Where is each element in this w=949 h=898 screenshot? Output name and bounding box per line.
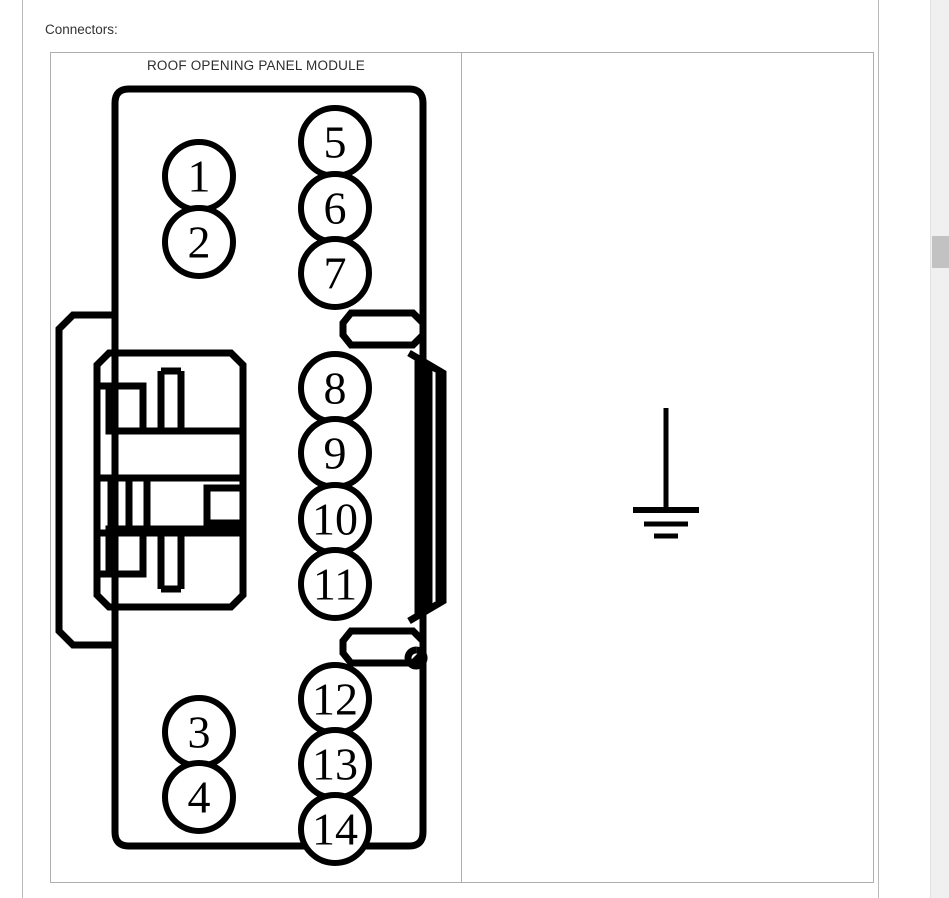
- pin-4[interactable]: 4: [162, 760, 236, 834]
- connectors-section-label: Connectors:: [45, 22, 118, 37]
- pin-3-label: 3: [188, 707, 211, 758]
- pin-8[interactable]: 8: [298, 351, 372, 425]
- pin-2-circle[interactable]: [162, 205, 236, 279]
- pin-3[interactable]: 3: [162, 695, 236, 769]
- pin-5-label: 5: [324, 117, 347, 168]
- pin-group-right-column: 5 6 7 8: [298, 105, 372, 866]
- pin-11-circle[interactable]: [298, 547, 372, 621]
- pin-8-label: 8: [324, 363, 347, 414]
- pin-7-circle[interactable]: [298, 236, 372, 310]
- ground-icon: [633, 408, 699, 539]
- pin-9[interactable]: 9: [298, 416, 372, 490]
- connector-key-block: [93, 349, 247, 611]
- connector-left-shell: [55, 311, 115, 649]
- pin-14-label: 14: [312, 804, 358, 855]
- pin-1-label: 1: [188, 151, 211, 202]
- connector-title: ROOF OPENING PANEL MODULE: [146, 58, 366, 73]
- table-cell-connector-module: ROOF OPENING PANEL MODULE: [51, 53, 462, 882]
- pin-5[interactable]: 5: [298, 105, 372, 179]
- connectors-table: ROOF OPENING PANEL MODULE: [50, 52, 874, 883]
- pin-2[interactable]: 2: [162, 205, 236, 279]
- connector-diagram: 1 2 3 4: [51, 53, 461, 882]
- pin-12[interactable]: 12: [298, 662, 372, 736]
- connector-key-slot-upper: [105, 386, 243, 435]
- pin-7-label: 7: [324, 248, 347, 299]
- pin-7[interactable]: 7: [298, 236, 372, 310]
- pin-2-label: 2: [188, 217, 211, 268]
- connector-body-outline: [111, 85, 427, 850]
- pin-4-label: 4: [188, 772, 211, 823]
- pin-11[interactable]: 11: [298, 547, 372, 621]
- pin-6-label: 6: [324, 183, 347, 234]
- pin-1[interactable]: 1: [162, 139, 236, 213]
- connector-key-slot-lower: [105, 525, 243, 574]
- pin-13-label: 13: [312, 739, 358, 790]
- pin-10[interactable]: 10: [298, 482, 372, 556]
- vertical-scrollbar-thumb[interactable]: [932, 236, 949, 268]
- table-cell-ground-symbol: [462, 53, 873, 882]
- pin-9-label: 9: [324, 428, 347, 479]
- connector-latch-tab-upper: [339, 309, 427, 349]
- connector-key-band-box: [203, 484, 247, 527]
- vertical-scrollbar-track[interactable]: [930, 0, 949, 898]
- pin-14-circle[interactable]: [298, 792, 372, 866]
- pin-4-circle[interactable]: [162, 760, 236, 834]
- pin-12-label: 12: [312, 674, 358, 725]
- pin-group-left-column: 1 2 3 4: [162, 139, 236, 834]
- connector-latch-wall: [407, 349, 447, 625]
- connector-housing-outline: [55, 85, 447, 850]
- pin-11-label: 11: [313, 559, 357, 610]
- ground-diagram-svg: [633, 408, 699, 539]
- pin-14[interactable]: 14: [298, 792, 372, 866]
- document-right-rule: [878, 0, 879, 898]
- pin-10-label: 10: [312, 494, 358, 545]
- connector-diagram-svg: 1 2 3 4: [55, 85, 447, 866]
- connector-hook-detail: [404, 646, 428, 670]
- pin-13[interactable]: 13: [298, 727, 372, 801]
- ground-diagram: [462, 53, 873, 882]
- document-left-rule: [22, 0, 23, 898]
- pin-6[interactable]: 6: [298, 171, 372, 245]
